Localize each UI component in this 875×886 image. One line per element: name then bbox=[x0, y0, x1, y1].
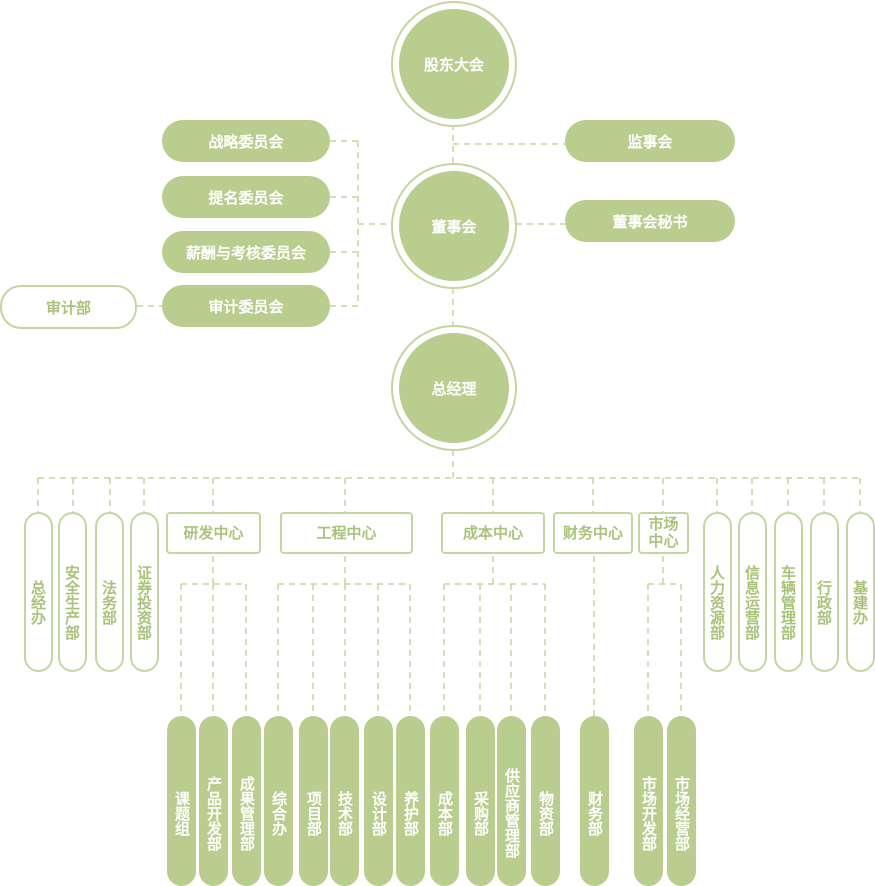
node-shareholders: 股东大会 bbox=[391, 1, 517, 127]
sub-market-dev: 市场开发部 bbox=[634, 716, 663, 886]
sub-procurement: 采购部 bbox=[466, 716, 495, 886]
sub-technical: 技术部 bbox=[330, 716, 359, 886]
dept-securities-investment: 证券投资部 bbox=[130, 512, 159, 672]
node-nomination-committee: 提名委员会 bbox=[162, 176, 330, 218]
node-remuneration-committee: 薪酬与考核委员会 bbox=[162, 231, 330, 273]
node-board: 董事会 bbox=[391, 163, 517, 289]
sub-general-office: 综合办 bbox=[264, 716, 293, 886]
sub-materials: 物资部 bbox=[531, 716, 560, 886]
sub-supplier-mgmt: 供应商管理部 bbox=[497, 716, 526, 886]
node-general-manager: 总经理 bbox=[391, 325, 517, 451]
sub-design: 设计部 bbox=[364, 716, 393, 886]
dept-info-ops: 信息运营部 bbox=[738, 512, 767, 672]
center-rnd: 研发中心 bbox=[166, 512, 261, 554]
sub-project: 项目部 bbox=[299, 716, 328, 886]
dept-vehicle-mgmt: 车辆管理部 bbox=[774, 512, 803, 672]
sub-finance: 财务部 bbox=[580, 716, 609, 886]
sub-market-ops: 市场经营部 bbox=[667, 716, 696, 886]
node-shareholders-label: 股东大会 bbox=[399, 9, 509, 119]
center-market: 市场中心 bbox=[638, 512, 689, 554]
dept-legal: 法务部 bbox=[95, 512, 124, 672]
node-strategy-committee: 战略委员会 bbox=[162, 120, 330, 162]
center-finance: 财务中心 bbox=[553, 512, 633, 554]
node-audit-committee: 审计委员会 bbox=[162, 285, 330, 327]
dept-admin: 行政部 bbox=[810, 512, 839, 672]
sub-results-mgmt: 成果管理部 bbox=[232, 716, 261, 886]
sub-maintenance: 养护部 bbox=[396, 716, 425, 886]
node-board-secretary: 董事会秘书 bbox=[565, 200, 735, 242]
dept-general-office: 总经办 bbox=[24, 512, 53, 672]
dept-safety-production: 安全生产部 bbox=[58, 512, 87, 672]
sub-cost: 成本部 bbox=[430, 716, 459, 886]
center-cost: 成本中心 bbox=[441, 512, 545, 554]
sub-product-dev: 产品开发部 bbox=[199, 716, 228, 886]
sub-research-group: 课题组 bbox=[167, 716, 196, 886]
dept-hr: 人力资源部 bbox=[703, 512, 732, 672]
center-engineering: 工程中心 bbox=[280, 512, 413, 554]
node-general-manager-label: 总经理 bbox=[399, 333, 509, 443]
node-audit-dept: 审计部 bbox=[0, 285, 137, 329]
node-supervisory-board: 监事会 bbox=[565, 120, 735, 162]
node-board-label: 董事会 bbox=[399, 171, 509, 281]
dept-infrastructure: 基建办 bbox=[846, 512, 875, 672]
